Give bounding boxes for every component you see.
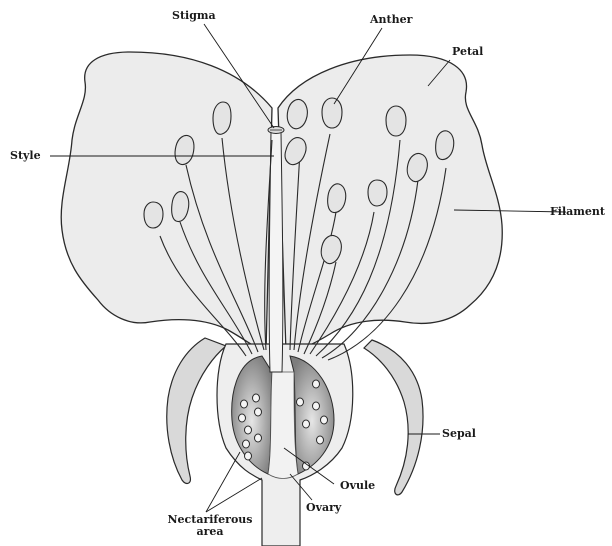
label-stigma: Stigma <box>172 10 216 22</box>
ovule <box>255 408 262 416</box>
label-petal: Petal <box>452 46 483 58</box>
label-ovule: Ovule <box>340 480 375 492</box>
label-nectariferous-line2: area <box>160 526 260 538</box>
petal-left <box>61 52 272 352</box>
label-anther: Anther <box>370 14 412 26</box>
ovule <box>321 416 328 424</box>
leader-nectar-2 <box>206 478 262 512</box>
ovule <box>243 440 250 448</box>
anther <box>322 98 342 128</box>
anther <box>386 106 406 136</box>
ovule <box>313 380 320 388</box>
ovary-core <box>268 372 298 479</box>
label-sepal: Sepal <box>442 428 476 440</box>
ovule <box>239 414 246 422</box>
anther <box>287 99 307 128</box>
ovule <box>255 434 262 442</box>
anther <box>213 102 231 134</box>
label-ovary: Ovary <box>306 502 341 514</box>
petal-right <box>278 55 502 352</box>
label-filament: Filament <box>550 206 605 218</box>
ovule <box>245 452 252 460</box>
ovule <box>317 436 324 444</box>
style <box>269 132 283 372</box>
ovule <box>241 400 248 408</box>
leader-nectar-1 <box>206 452 240 512</box>
sepal-right <box>364 340 423 495</box>
ovule <box>253 394 260 402</box>
label-nectariferous-area: Nectariferous area <box>160 514 260 538</box>
anther <box>368 180 387 206</box>
ovule <box>245 426 252 434</box>
ovule <box>303 420 310 428</box>
label-style: Style <box>10 150 41 162</box>
anther <box>144 202 163 228</box>
ovule <box>313 402 320 410</box>
ovule <box>297 398 304 406</box>
